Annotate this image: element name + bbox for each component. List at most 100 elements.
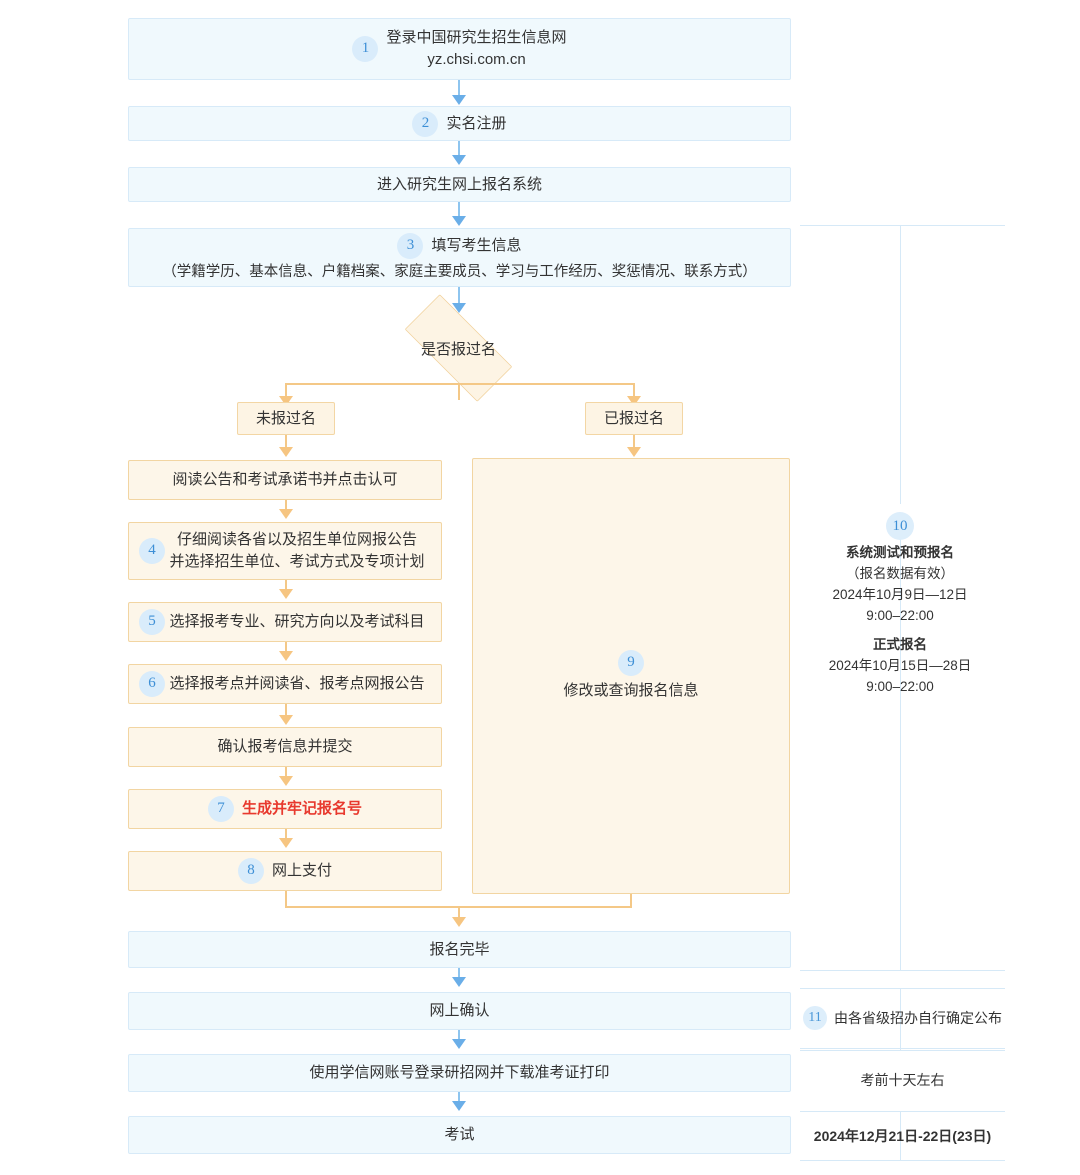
pre-registration-title: 系统测试和预报名 [846, 545, 954, 560]
timeline-rule-done-bottom [800, 988, 1005, 989]
connector-branch-right-down [633, 435, 635, 449]
step-3-subtext: （学籍学历、基本信息、户籍档案、家庭主要成员、学习与工作经历、奖惩情况、联系方式… [162, 263, 757, 280]
arrow-5-to-6 [279, 651, 293, 661]
arrow-ticket-to-exam [452, 1101, 466, 1111]
timeline-rule-confirm-top [800, 1050, 1005, 1051]
enter-system-text: 进入研究生网上报名系统 [376, 175, 542, 193]
node-online-confirm[interactable]: 网上确认 [128, 992, 791, 1030]
arrow-6-to-confirm [279, 715, 293, 725]
node-step-3[interactable]: 3 填写考生信息 （学籍学历、基本信息、户籍档案、家庭主要成员、学习与工作经历、… [128, 228, 791, 287]
node-step-4[interactable]: 4 仔细阅读各省以及招生单位网报公告 并选择招生单位、考试方式及专项计划 [128, 522, 442, 580]
arrow-confirm-to-7 [279, 776, 293, 786]
arrow-4-to-5 [279, 589, 293, 599]
step-6-number: 6 [148, 675, 156, 692]
pre-registration-note: （报名数据有效） [846, 565, 954, 581]
connector-4-to-5 [285, 580, 287, 591]
node-enter-system[interactable]: 进入研究生网上报名系统 [128, 167, 791, 202]
confirm-submit-text: 确认报考信息并提交 [217, 738, 353, 756]
arrow-3-to-decision [452, 303, 466, 313]
node-registration-done[interactable]: 报名完毕 [128, 931, 791, 968]
connector-3-to-decision [458, 287, 460, 305]
step-9-text: 修改或查询报名信息 [563, 682, 699, 700]
node-step-2[interactable]: 2 实名注册 [128, 106, 791, 141]
step-2-number: 2 [421, 114, 430, 131]
timeline-divider-upper [900, 226, 901, 504]
timeline-rule-top [800, 225, 1005, 226]
step-9-badge: 9 [618, 650, 644, 677]
step-4-number: 4 [148, 542, 156, 559]
node-step-5[interactable]: 5 选择报考专业、研究方向以及考试科目 [128, 602, 442, 642]
timeline-exam-row: 2024年12月21日-22日(23日) [800, 1112, 1005, 1160]
step-7-badge: 7 [207, 796, 234, 822]
merge-down [458, 906, 460, 919]
step-3-badge: 3 [397, 232, 424, 259]
node-branch-registered[interactable]: 已报过名 [585, 402, 683, 435]
timeline-ticket-row: 考前十天左右 [800, 1050, 1005, 1110]
step-6-badge: 6 [139, 671, 165, 697]
timeline-divider-bottom [900, 988, 901, 1050]
node-read-notice[interactable]: 阅读公告和考试承诺书并点击认可 [128, 460, 442, 500]
step-1-badge: 1 [352, 36, 379, 62]
timeline-divider-bottom2 [900, 1111, 901, 1160]
step-4-badge: 4 [139, 538, 165, 564]
arrow-7-to-8 [279, 838, 293, 848]
arrow-done-to-confirm [452, 977, 466, 987]
decision-right-drop [633, 383, 635, 400]
step-5-number: 5 [148, 613, 156, 630]
connector-confirm-to-7 [285, 767, 287, 778]
timeline-step-10-block: 系统测试和预报名 （报名数据有效） 2024年10月9日—12日 9:00–22… [810, 543, 990, 697]
node-step-6[interactable]: 6 选择报考点并阅读省、报考点网报公告 [128, 664, 442, 704]
step-3-number: 3 [406, 236, 415, 253]
node-step-9[interactable]: 9 修改或查询报名信息 [472, 458, 790, 894]
connector-6-to-confirm [285, 704, 287, 717]
timeline-divider-lower [900, 534, 901, 970]
registration-done-text: 报名完毕 [429, 940, 490, 958]
step-6-text: 选择报考点并阅读省、报考点网报公告 [169, 675, 425, 693]
connector-branch-left-down [285, 435, 287, 449]
connector-2-to-system [458, 141, 460, 157]
merge-right-stem [630, 894, 632, 908]
exam-text: 考试 [444, 1126, 475, 1144]
arrow-system-to-3 [452, 216, 466, 226]
timeline-rule-done-top [800, 970, 1005, 971]
step-8-text: 网上支付 [271, 862, 332, 880]
formal-registration-dates: 2024年10月15日—28日 [828, 657, 972, 673]
timeline-step-11-number: 11 [808, 1010, 822, 1025]
node-confirm-submit[interactable]: 确认报考信息并提交 [128, 727, 442, 767]
timeline-step-10-number: 10 [892, 517, 908, 534]
step-9-number: 9 [627, 654, 635, 671]
read-notice-text: 阅读公告和考试承诺书并点击认可 [172, 471, 398, 489]
decision-split-bar [286, 383, 634, 385]
node-decision-registered-before[interactable]: 是否报过名 [386, 294, 531, 402]
connector-ticket-to-exam [458, 1092, 460, 1103]
connector-system-to-3 [458, 202, 460, 218]
node-step-1[interactable]: 1 登录中国研究生招生信息网 yz.chsi.com.cn [128, 18, 791, 80]
timeline-rule-confirm-bot [800, 1048, 1005, 1049]
arrow-confirm-to-ticket [452, 1039, 466, 1049]
step-1-text: 登录中国研究生招生信息网 yz.chsi.com.cn [386, 29, 567, 68]
step-8-number: 8 [247, 862, 255, 879]
arrow-merge-to-done [452, 917, 466, 927]
decision-label: 是否报过名 [420, 340, 496, 358]
node-branch-not-registered[interactable]: 未报过名 [237, 402, 335, 435]
step-5-badge: 5 [139, 609, 165, 635]
step-5-text: 选择报考专业、研究方向以及考试科目 [169, 613, 425, 631]
timeline-step-11-row: 11 由各省级招办自行确定公布 [800, 995, 1005, 1041]
branch-registered-text: 已报过名 [603, 409, 664, 427]
timeline-step-10-badge: 10 [886, 512, 914, 540]
connector-notice-to-4 [285, 500, 287, 511]
node-download-ticket[interactable]: 使用学信网账号登录研招网并下载准考证打印 [128, 1054, 791, 1092]
pre-registration-dates: 2024年10月9日—12日 [832, 586, 968, 602]
arrow-notice-to-4 [279, 509, 293, 519]
branch-not-registered-text: 未报过名 [255, 409, 316, 427]
node-step-7[interactable]: 7 生成并牢记报名号 [128, 789, 442, 829]
step-3-text: 填写考生信息 [431, 236, 522, 254]
timeline-exam-text: 2024年12月21日-22日(23日) [813, 1128, 992, 1144]
node-step-8[interactable]: 8 网上支付 [128, 851, 442, 891]
arrow-branch-right-down [627, 447, 641, 457]
connector-1-to-2 [458, 80, 460, 97]
step-2-text: 实名注册 [446, 114, 507, 132]
step-1-number: 1 [361, 40, 370, 57]
node-exam[interactable]: 考试 [128, 1116, 791, 1154]
